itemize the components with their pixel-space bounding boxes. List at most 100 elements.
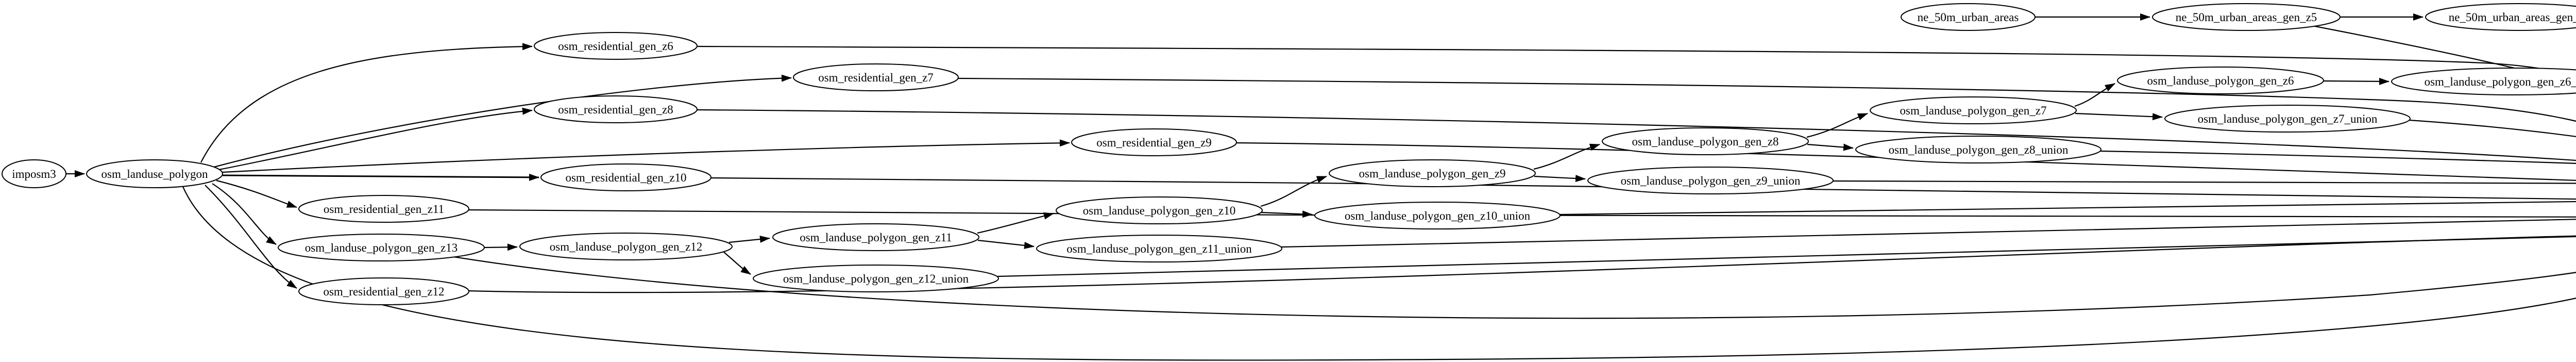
node-ne_50m_urban_areas: ne_50m_urban_areas bbox=[1901, 3, 2036, 31]
edge-osm_landuse_polygon_gen_z10-to-osm_landuse_polygon_gen_z9 bbox=[1260, 175, 1327, 207]
node-label-ne_50m_urban_areas_gen_z4: ne_50m_urban_areas_gen_z4 bbox=[2449, 11, 2576, 24]
edge-osm_landuse_polygon_gen_z11-to-osm_landuse_polygon_gen_z11_union bbox=[977, 239, 1035, 249]
node-ellipse-osm_landuse_polygon_gen_z6_union bbox=[2391, 68, 2576, 95]
node-ellipse-osm_residential_gen_z12 bbox=[298, 277, 469, 305]
edges-layer bbox=[66, 13, 2576, 361]
node-label-imposm3: imposm3 bbox=[12, 168, 56, 180]
node-ellipse-osm_landuse_polygon bbox=[86, 159, 223, 188]
node-osm_residential_gen_z7: osm_residential_gen_z7 bbox=[793, 63, 959, 91]
node-label-ne_50m_urban_areas: ne_50m_urban_areas bbox=[1918, 11, 2019, 24]
edge-osm_landuse_polygon_gen_z9-to-osm_landuse_polygon_gen_z8 bbox=[1533, 143, 1600, 170]
edge-osm_landuse_polygon-to-osm_residential_gen_z6 bbox=[200, 43, 533, 163]
node-label-osm_landuse_polygon_gen_z10: osm_landuse_polygon_gen_z10 bbox=[1083, 204, 1235, 217]
node-osm_residential_gen_z10: osm_residential_gen_z10 bbox=[540, 163, 711, 191]
node-ellipse-osm_landuse_polygon_gen_z12_union bbox=[753, 265, 999, 292]
node-ellipse-osm_residential_gen_z11 bbox=[298, 195, 469, 223]
node-ellipse-osm_landuse_polygon_gen_z10_union bbox=[1314, 202, 1561, 229]
node-ellipse-osm_landuse_polygon_gen_z13 bbox=[278, 234, 485, 261]
node-osm_residential_gen_z9: osm_residential_gen_z9 bbox=[1071, 128, 1237, 156]
node-label-osm_landuse_polygon_gen_z9_union: osm_landuse_polygon_gen_z9_union bbox=[1621, 174, 1801, 187]
node-label-osm_residential_gen_z6: osm_residential_gen_z6 bbox=[558, 40, 673, 53]
edge-osm_landuse_polygon-to-osm_residential_gen_z8 bbox=[218, 107, 533, 171]
edge-osm_landuse_polygon-to-osm_landuse_polygon_gen_z13 bbox=[212, 183, 277, 245]
node-osm_landuse_polygon_gen_z6_union: osm_landuse_polygon_gen_z6_union bbox=[2391, 68, 2576, 95]
node-osm_landuse_polygon_gen_z10_union: osm_landuse_polygon_gen_z10_union bbox=[1314, 202, 1561, 229]
edge-osm_landuse_polygon_gen_z7-to-osm_landuse_polygon_gen_z6 bbox=[2074, 83, 2115, 107]
node-label-osm_landuse_polygon_gen_z13: osm_landuse_polygon_gen_z13 bbox=[305, 241, 457, 254]
node-osm_landuse_polygon_gen_z12: osm_landuse_polygon_gen_z12 bbox=[519, 233, 733, 260]
node-osm_landuse_polygon_gen_z10: osm_landuse_polygon_gen_z10 bbox=[1056, 196, 1263, 224]
edge-osm_landuse_polygon_gen_z13-to-layer_landuse-z13 bbox=[453, 256, 2576, 319]
edge-osm_residential_gen_z6-to-layer_landuse-z6 bbox=[696, 45, 2576, 77]
edge-osm_landuse_polygon_gen_z11-to-osm_landuse_polygon_gen_z10 bbox=[977, 212, 1054, 234]
node-ellipse-imposm3 bbox=[2, 159, 66, 188]
node-osm_residential_gen_z11: osm_residential_gen_z11 bbox=[298, 195, 469, 223]
node-ellipse-osm_residential_gen_z6 bbox=[534, 32, 698, 60]
edge-osm_landuse_polygon_gen_z7-to-osm_landuse_polygon_gen_z7_union bbox=[2075, 112, 2163, 121]
node-ellipse-osm_residential_gen_z9 bbox=[1071, 128, 1237, 156]
node-ellipse-osm_landuse_polygon_gen_z9 bbox=[1329, 159, 1536, 187]
node-label-osm_landuse_polygon_gen_z10_union: osm_landuse_polygon_gen_z10_union bbox=[1345, 209, 1531, 222]
node-label-osm_residential_gen_z8: osm_residential_gen_z8 bbox=[558, 103, 673, 116]
edge-osm_residential_gen_z12-to-layer_landuse-z12 bbox=[468, 235, 2576, 293]
node-osm_residential_gen_z12: osm_residential_gen_z12 bbox=[298, 277, 469, 305]
edge-osm_landuse_polygon_gen_z12-to-osm_landuse_polygon_gen_z11 bbox=[728, 235, 770, 243]
edge-osm_landuse_polygon-to-osm_residential_gen_z11 bbox=[216, 179, 297, 208]
node-ellipse-osm_landuse_polygon_gen_z7_union bbox=[2164, 105, 2411, 133]
node-osm_landuse_polygon_gen_z9: osm_landuse_polygon_gen_z9 bbox=[1329, 159, 1536, 187]
node-label-osm_landuse_polygon_gen_z6: osm_landuse_polygon_gen_z6 bbox=[2147, 74, 2294, 87]
node-ellipse-osm_landuse_polygon_gen_z10 bbox=[1056, 196, 1263, 224]
node-ellipse-osm_residential_gen_z10 bbox=[540, 163, 711, 191]
node-imposm3: imposm3 bbox=[2, 159, 66, 188]
edge-osm_residential_gen_z7-to-layer_landuse-z7 bbox=[957, 77, 2576, 122]
node-ellipse-osm_residential_gen_z8 bbox=[534, 95, 698, 123]
edge-osm_landuse_polygon_gen_z11_union-to-layer_landuse-z11 bbox=[1280, 218, 2576, 248]
edge-osm_landuse_polygon_gen_z13-to-osm_landuse_polygon_gen_z12 bbox=[484, 243, 518, 251]
node-osm_landuse_polygon_gen_z7_union: osm_landuse_polygon_gen_z7_union bbox=[2164, 105, 2411, 133]
node-ellipse-osm_landuse_polygon_gen_z7 bbox=[1870, 96, 2077, 124]
node-label-osm_residential_gen_z7: osm_residential_gen_z7 bbox=[818, 71, 934, 84]
node-label-osm_residential_gen_z12: osm_residential_gen_z12 bbox=[323, 285, 444, 298]
node-osm_landuse_polygon_gen_z12_union: osm_landuse_polygon_gen_z12_union bbox=[753, 265, 999, 292]
node-label-osm_landuse_polygon_gen_z8: osm_landuse_polygon_gen_z8 bbox=[1632, 135, 1779, 148]
edge-osm_landuse_polygon_gen_z8-to-osm_landuse_polygon_gen_z7 bbox=[1806, 112, 1868, 138]
node-osm_landuse_polygon_gen_z6: osm_landuse_polygon_gen_z6 bbox=[2117, 67, 2324, 94]
edge-osm_landuse_polygon_gen_z9-to-osm_landuse_polygon_gen_z9_union bbox=[1534, 175, 1586, 183]
node-osm_landuse_polygon_gen_z13: osm_landuse_polygon_gen_z13 bbox=[278, 234, 485, 261]
node-osm_landuse_polygon: osm_landuse_polygon bbox=[86, 159, 223, 188]
node-ellipse-ne_50m_urban_areas_gen_z4 bbox=[2425, 3, 2576, 31]
node-osm_landuse_polygon_gen_z8: osm_landuse_polygon_gen_z8 bbox=[1602, 127, 1809, 155]
node-label-osm_landuse_polygon_gen_z7_union: osm_landuse_polygon_gen_z7_union bbox=[2198, 112, 2378, 125]
node-label-osm_residential_gen_z10: osm_residential_gen_z10 bbox=[565, 171, 686, 184]
node-ellipse-ne_50m_urban_areas bbox=[1901, 3, 2036, 31]
node-ellipse-osm_landuse_polygon_gen_z8_union bbox=[1855, 136, 2102, 163]
edge-osm_residential_gen_z8-to-layer_landuse-z8 bbox=[696, 109, 2576, 161]
node-osm_landuse_polygon_gen_z11: osm_landuse_polygon_gen_z11 bbox=[772, 223, 979, 251]
node-label-osm_landuse_polygon_gen_z11_union: osm_landuse_polygon_gen_z11_union bbox=[1066, 242, 1252, 255]
edge-osm_landuse_polygon_gen_z7_union-to-layer_landuse-z7 bbox=[2409, 119, 2576, 138]
edge-osm_landuse_polygon-to-osm_residential_gen_z12 bbox=[205, 185, 297, 289]
node-label-osm_residential_gen_z9: osm_residential_gen_z9 bbox=[1096, 136, 1212, 149]
node-ellipse-ne_50m_urban_areas_gen_z5 bbox=[2152, 3, 2341, 31]
node-label-osm_landuse_polygon_gen_z6_union: osm_landuse_polygon_gen_z6_union bbox=[2425, 75, 2576, 88]
node-ellipse-osm_landuse_polygon_gen_z8 bbox=[1602, 127, 1809, 155]
node-label-osm_landuse_polygon_gen_z12_union: osm_landuse_polygon_gen_z12_union bbox=[783, 272, 969, 285]
edge-osm_landuse_polygon_gen_z8-to-osm_landuse_polygon_gen_z8_union bbox=[1807, 143, 1854, 151]
edge-osm_landuse_polygon_gen_z9_union-to-layer_landuse-z9 bbox=[1832, 180, 2576, 184]
edge-osm_landuse_polygon_gen_z12-to-osm_landuse_polygon_gen_z12_union bbox=[723, 252, 751, 275]
edge-osm_landuse_polygon-to-osm_residential_gen_z10 bbox=[222, 173, 539, 181]
edge-osm_landuse_polygon-to-osm_residential_gen_z9 bbox=[222, 139, 1070, 173]
edge-osm_landuse_polygon_gen_z10_union-to-layer_landuse-z10 bbox=[1558, 201, 2576, 216]
node-ne_50m_urban_areas_gen_z5: ne_50m_urban_areas_gen_z5 bbox=[2152, 3, 2341, 31]
node-ellipse-osm_landuse_polygon_gen_z6 bbox=[2117, 67, 2324, 94]
node-osm_landuse_polygon_gen_z8_union: osm_landuse_polygon_gen_z8_union bbox=[1855, 136, 2102, 163]
node-label-osm_landuse_polygon_gen_z8_union: osm_landuse_polygon_gen_z8_union bbox=[1889, 143, 2069, 156]
node-ellipse-osm_landuse_polygon_gen_z11_union bbox=[1036, 235, 1282, 262]
node-ne_50m_urban_areas_gen_z4: ne_50m_urban_areas_gen_z4 bbox=[2425, 3, 2576, 31]
node-ellipse-osm_landuse_polygon_gen_z11 bbox=[772, 223, 979, 251]
node-ellipse-osm_landuse_polygon_gen_z9_union bbox=[1587, 167, 1834, 194]
node-label-osm_landuse_polygon_gen_z9: osm_landuse_polygon_gen_z9 bbox=[1359, 167, 1506, 180]
edge-osm_landuse_polygon_gen_z10-to-osm_landuse_polygon_gen_z10_union bbox=[1261, 210, 1313, 218]
